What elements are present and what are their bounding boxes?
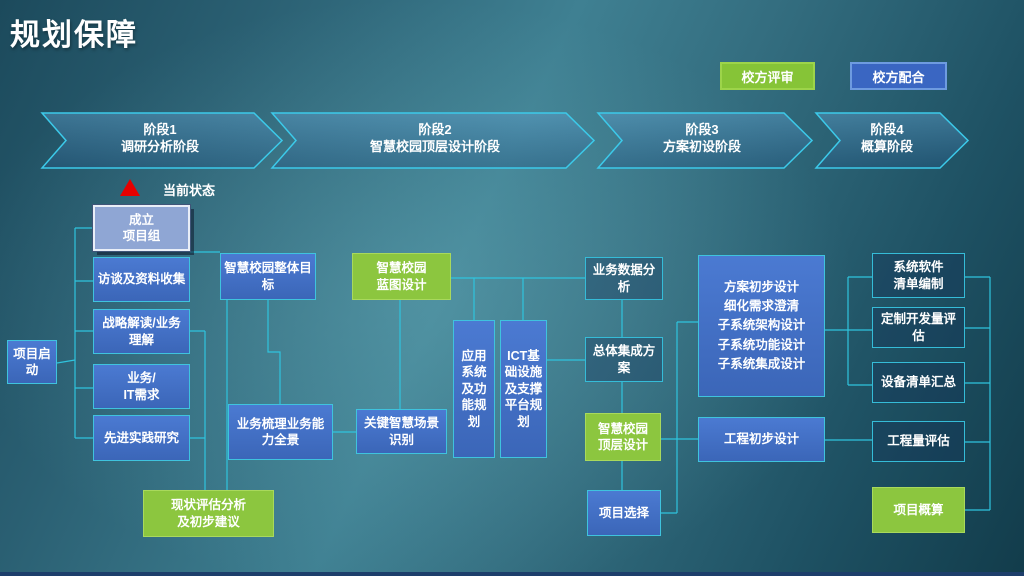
phase-2-stage: 阶段2 <box>418 122 452 137</box>
phase-4-name: 概算阶段 <box>860 139 913 154</box>
node-app-system-planning: 应用系统及功能规划 <box>453 320 495 458</box>
current-status-label: 当前状态 <box>163 183 216 198</box>
phase-1-label: 阶段1 调研分析阶段 <box>60 121 260 155</box>
bottom-edge-strip <box>0 572 1024 576</box>
node-engineering-preliminary-design: 工程初步设计 <box>698 417 825 462</box>
phase-3-stage: 阶段3 <box>685 122 719 137</box>
node-ict-infrastructure-planning: ICT基础设施及支撑平台规划 <box>500 320 547 458</box>
node-business-it-requirements: 业务/ IT需求 <box>93 364 190 409</box>
node-form-project-team: 成立 项目组 <box>92 204 191 252</box>
node-overall-integration: 总体集成方案 <box>585 337 663 382</box>
phase-2-name: 智慧校园顶层设计阶段 <box>369 139 500 154</box>
phase-4-arrow <box>814 112 970 169</box>
page-title: 规划保障 <box>10 19 138 52</box>
phase-3-arrow <box>596 112 814 169</box>
phase-4-stage: 阶段4 <box>870 122 904 137</box>
node-business-capability-panorama: 业务梳理业务能 力全景 <box>228 404 333 460</box>
phase-1-stage: 阶段1 <box>143 122 177 137</box>
phase-1-arrow <box>40 112 284 169</box>
node-project-selection: 项目选择 <box>587 490 661 536</box>
phase-1-name: 调研分析阶段 <box>120 139 199 154</box>
node-project-start: 项目启动 <box>7 340 57 384</box>
phase-4-label: 阶段4 概算阶段 <box>812 121 962 155</box>
node-campus-blueprint-design: 智慧校园 蓝图设计 <box>352 253 451 300</box>
phase-3-name: 方案初设阶段 <box>662 139 741 154</box>
phase-2-label: 阶段2 智慧校园顶层设计阶段 <box>300 121 570 155</box>
phase-2-arrow <box>270 112 596 169</box>
node-best-practice-research: 先进实践研究 <box>93 415 190 461</box>
phase-3-label: 阶段3 方案初设阶段 <box>612 121 792 155</box>
node-system-software-list: 系统软件 清单编制 <box>872 253 965 298</box>
node-current-assessment: 现状评估分析 及初步建议 <box>143 490 274 537</box>
current-status-marker-icon <box>120 179 140 196</box>
node-business-data-analysis: 业务数据分析 <box>585 257 663 300</box>
node-engineering-quantity-estimate: 工程量评估 <box>872 421 965 462</box>
node-project-budget: 项目概算 <box>872 487 965 533</box>
node-custom-dev-estimate: 定制开发量评估 <box>872 307 965 348</box>
node-campus-overall-goal: 智慧校园整体目 标 <box>220 253 316 300</box>
node-equipment-list: 设备清单汇总 <box>872 362 965 403</box>
node-scheme-preliminary-design: 方案初步设计 细化需求澄清 子系统架构设计 子系统功能设计 子系统集成设计 <box>698 255 825 397</box>
legend-school-review: 校方评审 <box>720 62 815 90</box>
node-interview-data-collection: 访谈及资料收集 <box>93 257 190 302</box>
legend-school-cooperate: 校方配合 <box>850 62 947 90</box>
node-campus-top-design: 智慧校园 顶层设计 <box>585 413 661 461</box>
connector-lines <box>56 227 991 514</box>
node-strategy-interpretation: 战略解读/业务 理解 <box>93 309 190 354</box>
node-key-smart-scenes: 关键智慧场景 识别 <box>356 409 447 454</box>
